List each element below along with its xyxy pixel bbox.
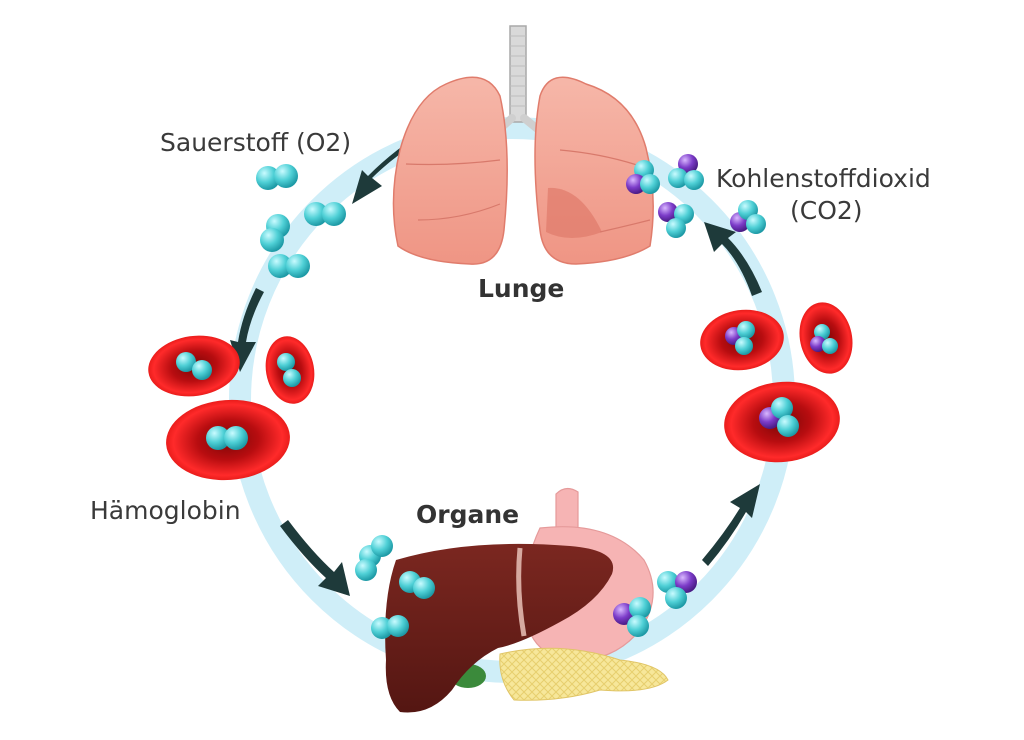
esophagus xyxy=(555,487,579,531)
hemoglobin-label: Hämoglobin xyxy=(90,496,241,525)
oxygen-molecule xyxy=(176,352,212,380)
lung-illustration xyxy=(392,25,654,265)
oxygen-label: Sauerstoff (O2) xyxy=(160,128,352,157)
co2-molecule xyxy=(613,597,651,637)
carbon-dioxide-molecules xyxy=(613,154,838,637)
co2-molecule xyxy=(725,321,755,355)
oxygen-molecule xyxy=(206,426,248,450)
liver xyxy=(385,543,614,713)
co2-molecule xyxy=(730,200,766,234)
oxygen-molecules xyxy=(176,164,435,639)
oxygen-molecule xyxy=(399,571,435,599)
oxygen-molecule xyxy=(371,615,409,639)
carbon-dioxide-label: Kohlenstoffdioxid xyxy=(716,164,931,193)
arrow-bottom-right-up xyxy=(702,484,760,566)
arrow-left-bottom xyxy=(280,520,350,596)
carbon-dioxide-formula-label: (CO2) xyxy=(790,196,863,225)
co2-molecule xyxy=(658,202,694,238)
co2-molecule xyxy=(626,160,660,194)
oxygen-molecule xyxy=(268,254,310,278)
arrow-right-up xyxy=(704,222,762,296)
arrow-left-down xyxy=(230,288,264,372)
pancreas xyxy=(499,647,669,701)
oxygen-molecule xyxy=(355,535,393,581)
flow-arrows xyxy=(230,138,762,596)
arrow-lung-to-left xyxy=(352,138,418,204)
co2-molecule xyxy=(759,397,799,437)
organ-illustration xyxy=(385,487,669,713)
oxygen-molecule xyxy=(277,353,301,387)
left-lung xyxy=(392,76,508,265)
oxygen-molecule xyxy=(260,214,290,252)
oxygen-molecule xyxy=(256,164,298,190)
co2-molecule xyxy=(657,571,697,609)
co2-molecule xyxy=(810,324,838,354)
organs-label: Organe xyxy=(416,500,520,529)
oxygen-molecule xyxy=(304,202,346,226)
lung-label: Lunge xyxy=(478,274,565,303)
trachea xyxy=(509,25,527,123)
trachea-rings xyxy=(510,35,526,107)
co2-molecule xyxy=(668,154,704,190)
